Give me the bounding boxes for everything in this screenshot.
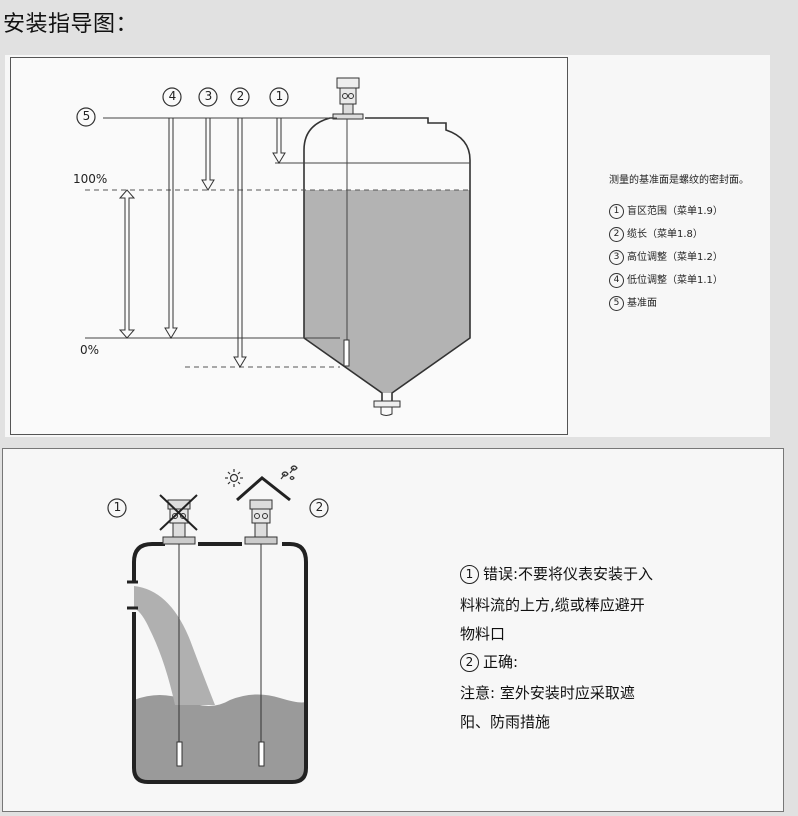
label-4 xyxy=(162,87,182,107)
right-note-line-2: 注意: 室外安装时应采取遮 xyxy=(460,684,635,702)
wrong-note-line-3: 物料口 xyxy=(460,625,506,643)
label-5-text: 5 xyxy=(82,109,91,123)
label-right xyxy=(309,498,329,518)
label-2-text: 2 xyxy=(236,89,245,103)
right-note-line-3: 阳、防雨措施 xyxy=(460,713,551,731)
label-1 xyxy=(269,87,289,107)
level-100-label: 100% xyxy=(73,172,108,186)
label-right-text: 2 xyxy=(315,500,324,514)
label-wrong-text: 1 xyxy=(113,500,122,514)
label-3 xyxy=(198,87,218,107)
label-4-text: 4 xyxy=(168,89,177,103)
arrow-2 xyxy=(233,118,247,368)
right-instrument xyxy=(236,476,291,767)
material-inflow xyxy=(134,586,215,705)
probe-weight xyxy=(343,339,350,367)
label-2 xyxy=(230,87,250,107)
reference-note: 测量的基准面是螺纹的密封面。 xyxy=(609,175,749,186)
wrong-instrument xyxy=(159,494,198,767)
level-0-label: 0% xyxy=(80,343,100,357)
label-1-text: 1 xyxy=(275,89,284,103)
arrow-4 xyxy=(164,118,178,339)
arrow-3 xyxy=(201,118,215,191)
rain-icon xyxy=(280,465,298,481)
label-5 xyxy=(76,107,96,127)
arrow-1 xyxy=(272,118,286,164)
sun-icon xyxy=(225,469,243,487)
label-3-text: 3 xyxy=(204,89,213,103)
diagram-frame-1 xyxy=(10,57,568,435)
wrong-note-line-2: 料料流的上方,缆或棒应避开 xyxy=(460,596,645,614)
label-wrong xyxy=(107,498,127,518)
material-pile xyxy=(134,694,305,780)
tank-2-outline xyxy=(132,542,308,784)
sun-shade-roof xyxy=(236,476,291,502)
radar-instrument xyxy=(332,77,364,120)
range-arrow xyxy=(118,189,136,339)
page-title: 安装指导图： xyxy=(3,12,139,37)
